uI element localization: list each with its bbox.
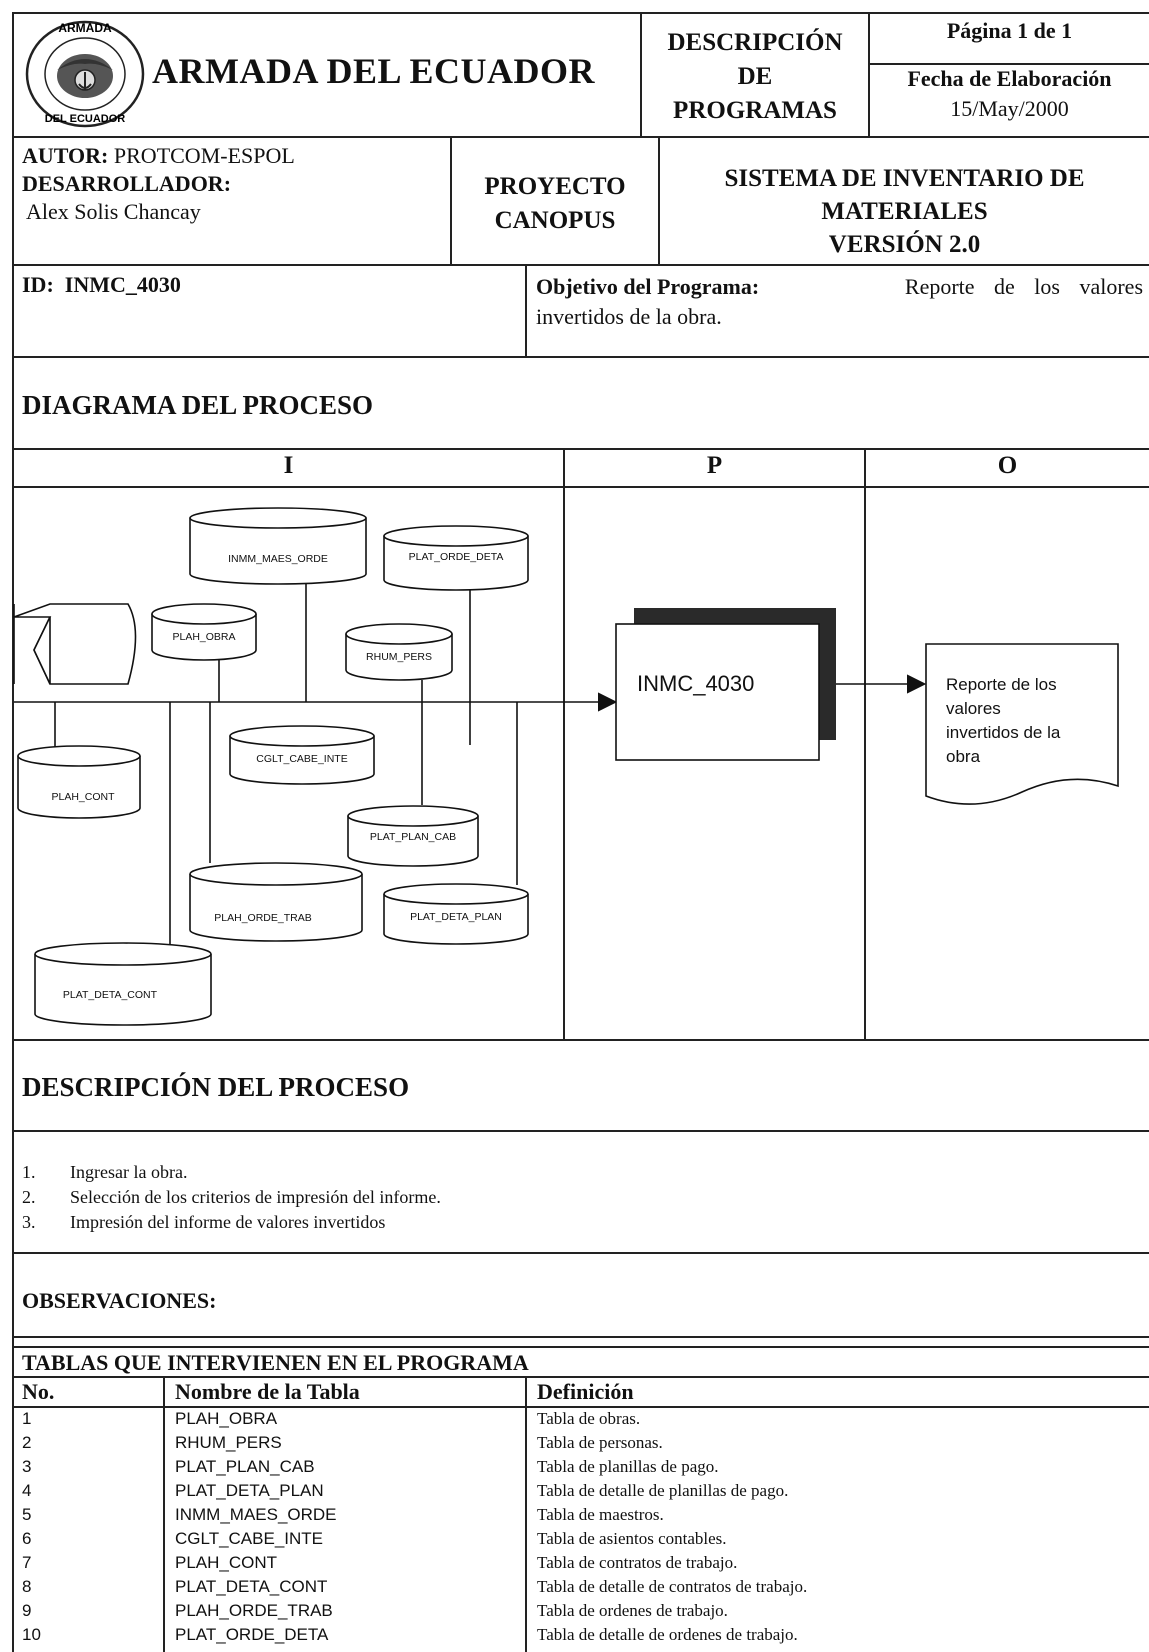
observations-title: OBSERVACIONES: (22, 1288, 217, 1313)
column-input: I (283, 452, 294, 479)
output-line-3: invertidos de la (946, 723, 1061, 742)
tables-section-title: TABLAS QUE INTERVIENEN EN EL PROGRAMA (22, 1350, 529, 1375)
table-node-inmm-maes-orde: INMM_MAES_ORDE (228, 553, 328, 565)
output-line-4: obra (946, 747, 981, 766)
step-item: 2.Selección de los criterios de impresió… (22, 1187, 441, 1207)
output-line-2: valores (946, 699, 1001, 718)
table-node-rhum-pers: RHUM_PERS (366, 651, 432, 663)
id-label: ID: (22, 272, 54, 297)
col-header-name: Nombre de la Tabla (175, 1379, 360, 1404)
table-node-plah-orde-trab: PLAH_ORDE_TRAB (214, 912, 311, 924)
column-process: P (706, 452, 723, 479)
developer-label: DESARROLLADOR: (22, 171, 232, 196)
system-line1: SISTEMA DE INVENTARIO DE (724, 165, 1085, 192)
seal-top-text: ARMADA (58, 21, 112, 35)
id-value: INMC_4030 (64, 272, 181, 297)
author-label: AUTOR: (22, 143, 109, 168)
objective-label: Objetivo del Programa: (536, 274, 760, 299)
system-version: VERSIÓN 2.0 (828, 231, 981, 258)
column-output: O (997, 452, 1018, 479)
objective-text-2: invertidos de la obra. (536, 304, 722, 329)
process-box (615, 623, 820, 761)
program-objective: Objetivo del Programa: Reporte de los va… (536, 272, 1143, 332)
doc-type-line3: PROGRAMAS (673, 97, 837, 124)
step-item: 3.Impresión del informe de valores inver… (22, 1212, 386, 1232)
system-name: SISTEMA DE INVENTARIO DE MATERIALES VERS… (660, 162, 1149, 261)
developer-value: Alex Solis Chancay (26, 199, 201, 224)
col-header-definition: Definición (537, 1379, 634, 1404)
process-name: INMC_4030 (637, 671, 754, 696)
seal-bottom-text: DEL ECUADOR (45, 113, 126, 125)
table-node-plat-orde-deta: PLAT_ORDE_DETA (409, 551, 504, 563)
author-value: PROTCOM-ESPOL (113, 143, 295, 168)
navy-seal-logo: ARMADA DEL ECUADOR (25, 20, 145, 128)
date-label: Fecha de Elaboración (907, 66, 1112, 91)
project-line2: CANOPUS (494, 207, 616, 234)
doc-type: DESCRIPCIÓN DE PROGRAMAS (642, 26, 868, 128)
description-title: DESCRIPCIÓN DEL PROCESO (22, 1072, 410, 1102)
table-node-plat-deta-cont: PLAT_DETA_CONT (63, 989, 158, 1001)
table-node-plat-plan-cab: PLAT_PLAN_CAB (370, 831, 456, 843)
system-line2: MATERIALES (821, 198, 988, 225)
table-node-cglt-cabe-inte: CGLT_CABE_INTE (256, 753, 347, 765)
table-node-plah-cont: PLAH_CONT (51, 791, 115, 803)
diagram-title: DIAGRAMA DEL PROCESO (22, 390, 374, 420)
col-header-no: No. (22, 1379, 55, 1404)
table-node-plat-deta-plan: PLAT_DETA_PLAN (410, 911, 502, 923)
objective-text-1: Reporte de los valores (904, 274, 1143, 299)
date-value: 15/May/2000 (950, 96, 1069, 121)
table-node-plah-obra: PLAH_OBRA (172, 631, 235, 643)
output-line-1: Reporte de los (946, 675, 1057, 694)
page-number: Página 1 de 1 (946, 18, 1073, 43)
process-diagram: INMM_MAES_ORDE PLAT_ORDE_DETA PLAH_OBRA … (13, 507, 1119, 1026)
project-name: PROYECTO CANOPUS (452, 170, 658, 238)
author-block: AUTOR: PROTCOM-ESPOL DESARROLLADOR: Alex… (22, 142, 295, 226)
process-steps-list: 1.Ingresar la obra. 2.Selección de los c… (22, 1160, 441, 1235)
program-id: ID: INMC_4030 (22, 272, 181, 298)
doc-type-line2: DE (737, 63, 773, 90)
project-line1: PROYECTO (484, 173, 626, 200)
step-item: 1.Ingresar la obra. (22, 1162, 188, 1182)
output-document-icon (925, 643, 1119, 805)
org-name: ARMADA DEL ECUADOR (152, 51, 596, 91)
user-input-display-icon (13, 603, 137, 685)
doc-type-line1: DESCRIPCIÓN (667, 29, 843, 56)
